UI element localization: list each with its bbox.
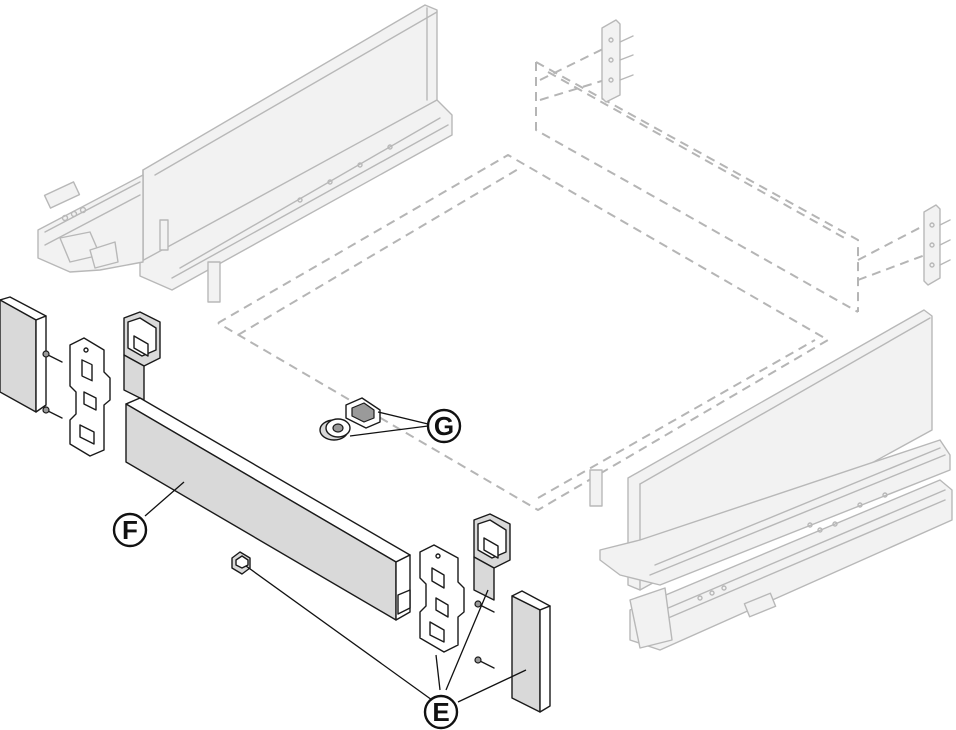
leader-e-4 xyxy=(457,669,527,703)
leader-f xyxy=(144,481,185,517)
left-runner-ghost xyxy=(37,174,144,273)
left-side-panel-ghost xyxy=(139,4,453,303)
screw-left-top xyxy=(42,350,63,363)
back-bracket-left-ghost xyxy=(601,19,634,103)
ghost-drawer-context xyxy=(37,4,953,651)
right-runner-ghost xyxy=(629,479,953,651)
callout-g-label: G xyxy=(434,411,454,441)
fitting-g-cap xyxy=(319,418,351,441)
left-adapter-bracket xyxy=(69,337,111,457)
front-panel-f xyxy=(125,397,411,621)
callout-f-label: F xyxy=(122,515,138,545)
leader-e-3 xyxy=(445,589,489,691)
right-adapter-bracket xyxy=(419,544,465,653)
callout-e-label: E xyxy=(432,697,449,727)
screw-right-top xyxy=(474,600,495,613)
back-bracket-right-ghost xyxy=(923,204,951,286)
callout-f: F xyxy=(112,512,148,548)
callout-g: G xyxy=(426,408,462,444)
leader-g-1 xyxy=(377,411,429,425)
leader-g-2 xyxy=(349,425,429,437)
small-clip xyxy=(231,551,251,575)
leader-e-1 xyxy=(245,565,433,701)
right-front-connector xyxy=(473,513,511,601)
leader-e-2 xyxy=(435,654,441,691)
left-front-connector xyxy=(123,311,161,401)
drawer-bottom-ghost xyxy=(217,154,829,511)
right-front-cap xyxy=(511,590,551,713)
left-front-cap xyxy=(0,296,47,413)
back-panel-ghost xyxy=(535,47,926,313)
leader-lines xyxy=(144,411,527,703)
screw-left-bottom xyxy=(42,406,63,419)
right-side-panel-ghost xyxy=(589,309,951,591)
screw-right-bottom xyxy=(474,656,495,669)
callout-e: E xyxy=(423,694,459,730)
fitting-g-clip xyxy=(345,397,381,429)
